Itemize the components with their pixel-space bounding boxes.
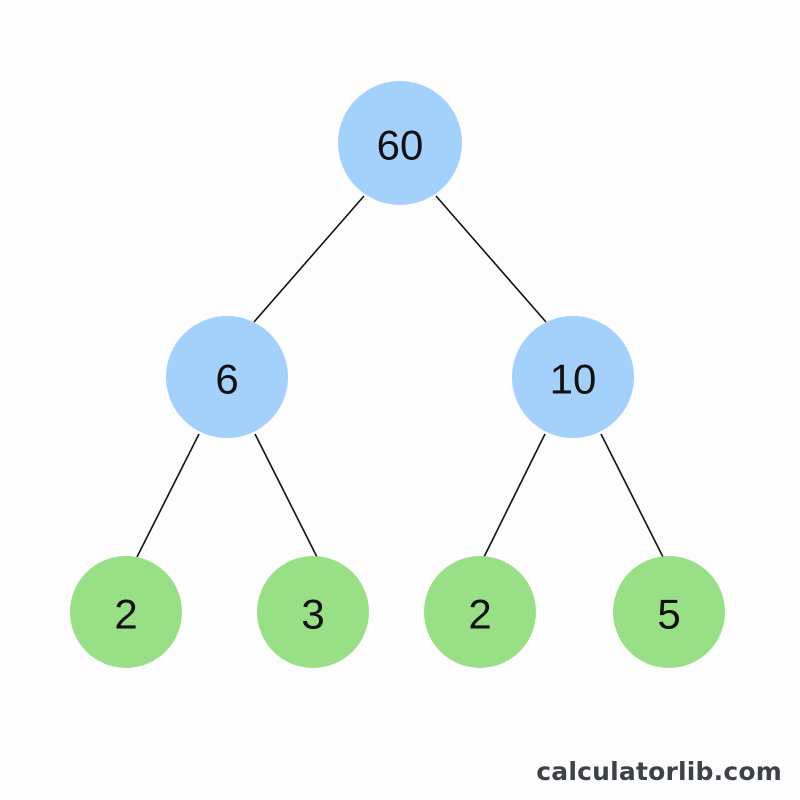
node-right: 10	[512, 316, 634, 438]
leaf-left-left-circle	[70, 556, 182, 668]
leaf-left-right: 3	[257, 556, 369, 668]
tree-edges	[136, 195, 664, 558]
node-root-circle	[338, 81, 462, 205]
node-left: 6	[166, 316, 288, 438]
leaf-right-left-circle	[424, 556, 536, 668]
leaf-right-right-circle	[613, 556, 725, 668]
leaf-right-left: 2	[424, 556, 536, 668]
node-right-label: 10	[550, 356, 597, 403]
leaf-right-left-label: 2	[468, 591, 491, 638]
node-root-label: 60	[377, 122, 424, 169]
leaf-right-right: 5	[613, 556, 725, 668]
edge-10-to-5	[600, 433, 664, 558]
edge-6-to-2	[136, 433, 200, 558]
leaf-left-right-circle	[257, 556, 369, 668]
edge-60-to-6	[253, 195, 365, 323]
edge-60-to-10	[435, 195, 547, 323]
node-root: 60	[338, 81, 462, 205]
node-left-label: 6	[215, 356, 238, 403]
leaf-right-right-label: 5	[657, 591, 680, 638]
node-left-circle	[166, 316, 288, 438]
edge-6-to-3	[254, 433, 318, 558]
leaf-left-left: 2	[70, 556, 182, 668]
watermark-brand: calculatorlib.com	[536, 757, 782, 786]
leaf-left-right-label: 3	[301, 591, 324, 638]
node-right-circle	[512, 316, 634, 438]
edge-10-to-2	[483, 433, 546, 558]
leaf-left-left-label: 2	[114, 591, 137, 638]
